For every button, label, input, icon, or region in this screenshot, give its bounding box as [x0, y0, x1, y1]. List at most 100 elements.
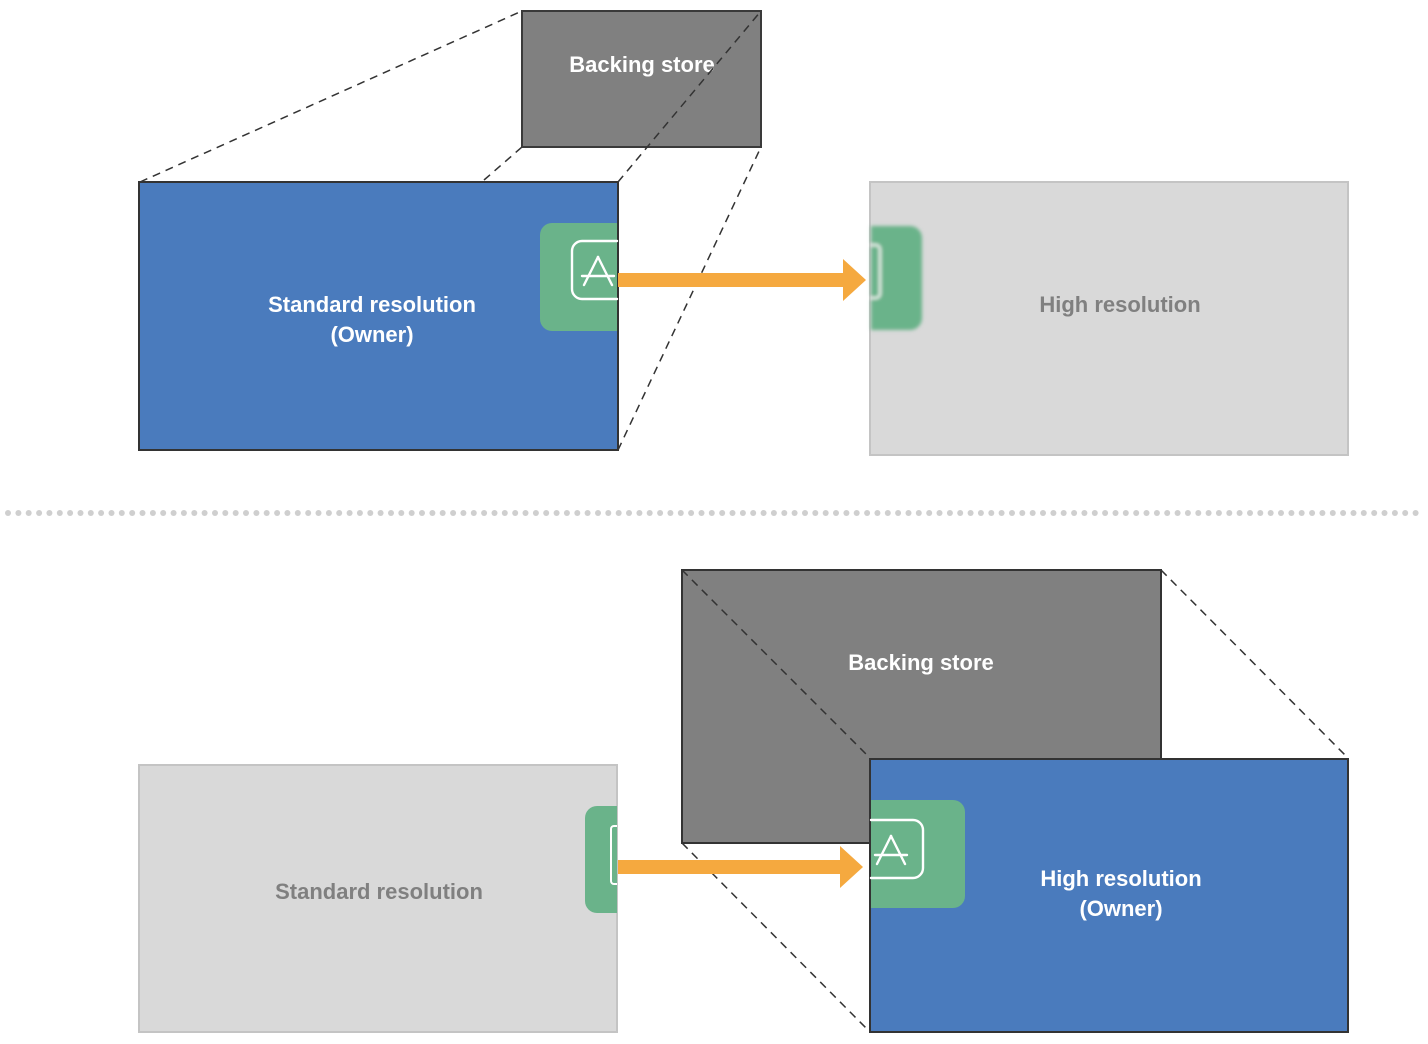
divider-dot [1050, 510, 1057, 516]
divider-dot [988, 510, 995, 516]
divider-dot [760, 510, 767, 516]
divider-dot [336, 510, 343, 516]
divider-dot [595, 510, 601, 516]
divider-dot [915, 510, 922, 516]
divider-dot [895, 510, 902, 516]
divider-dot [1236, 510, 1243, 516]
divider-dot [429, 510, 436, 516]
divider-dot [874, 510, 881, 516]
divider-dot [222, 510, 229, 516]
divider-dot [822, 510, 829, 516]
divider-dot [212, 510, 218, 516]
divider-dot [719, 510, 726, 516]
divider-dot [584, 510, 591, 516]
divider-dot [253, 510, 260, 516]
divider-dot [15, 510, 22, 516]
divider-dot [419, 510, 425, 516]
top-scenario: Backing store Standard resolution (Owner… [138, 10, 1349, 456]
divider-dot [170, 510, 177, 516]
divider-dot [160, 510, 167, 516]
divider-dot [1195, 510, 1202, 516]
divider-dot [532, 510, 539, 516]
divider-dot [1174, 510, 1181, 516]
divider-dot [657, 510, 664, 516]
divider-dot [1360, 510, 1367, 516]
divider-dot [377, 510, 384, 516]
divider-dot [553, 510, 560, 516]
divider-dot [356, 510, 363, 516]
divider-dot [957, 510, 964, 516]
divider-dot [1340, 510, 1347, 516]
app-store-icon [869, 818, 925, 880]
divider-dot [108, 510, 115, 516]
bottom-app-icon [869, 800, 965, 908]
divider-dot [1112, 510, 1119, 516]
divider-dot [543, 510, 550, 516]
top-backing-store-box [521, 10, 762, 148]
divider-dot [1122, 510, 1129, 516]
divider-dot [708, 510, 715, 516]
divider-dot [294, 510, 301, 516]
divider-dot [1184, 510, 1191, 516]
divider-dot [201, 510, 208, 516]
divider-dot [926, 510, 933, 516]
divider-dot [791, 510, 798, 516]
divider-dot [398, 510, 405, 516]
divider-dot [967, 510, 974, 516]
divider-dot [1371, 510, 1378, 516]
divider-dot [605, 510, 612, 516]
divider-dot [698, 510, 705, 516]
divider-dot [129, 510, 136, 516]
divider-dot [470, 510, 477, 516]
divider-dot [677, 510, 684, 516]
divider-dot [1153, 510, 1160, 516]
divider-dot [833, 510, 839, 516]
divider-dot [812, 510, 819, 516]
divider-dot [46, 510, 53, 516]
divider-dot [36, 510, 43, 516]
divider-dot [1298, 510, 1305, 516]
divider-dot [481, 510, 488, 516]
app-store-icon [570, 239, 619, 301]
divider-dot [688, 510, 695, 516]
divider-dot [853, 510, 860, 516]
top-ghost-app-icon [871, 226, 922, 330]
divider-dot [388, 510, 394, 516]
divider-dot [439, 510, 446, 516]
divider-dot [946, 510, 953, 516]
divider-dot [802, 510, 808, 516]
divider-dot [1278, 510, 1284, 516]
divider-dot [1309, 510, 1316, 516]
divider-dot [936, 510, 943, 516]
divider-dot [1267, 510, 1274, 516]
bottom-owner-label-line1: High resolution [1040, 866, 1201, 891]
divider-dot [180, 510, 187, 516]
dotted-divider [5, 510, 1419, 516]
divider-dot [367, 510, 374, 516]
divider-dot [905, 510, 912, 516]
top-transfer-arrow [618, 259, 866, 301]
bottom-projection-lines [681, 569, 1349, 1033]
divider-dot [729, 510, 736, 516]
divider-dot [118, 510, 125, 516]
divider-dot [1288, 510, 1295, 516]
bottom-transfer-arrow [618, 846, 863, 888]
divider-dot [1391, 510, 1398, 516]
divider-dot [67, 510, 74, 516]
divider-dot [1412, 510, 1419, 516]
divider-dot [1091, 510, 1098, 516]
divider-dot [232, 510, 239, 516]
divider-dot [512, 510, 519, 516]
divider-dot [325, 510, 332, 516]
divider-dot [884, 510, 891, 516]
divider-dot [25, 510, 32, 516]
divider-dot [770, 510, 777, 516]
divider-dot [998, 510, 1005, 516]
divider-dot [1040, 510, 1046, 516]
divider-dot [87, 510, 94, 516]
divider-dot [408, 510, 415, 516]
top-owner-label-line2: (Owner) [330, 322, 413, 347]
divider-dot [315, 510, 322, 516]
bottom-backing-store-label: Backing store [848, 650, 994, 675]
